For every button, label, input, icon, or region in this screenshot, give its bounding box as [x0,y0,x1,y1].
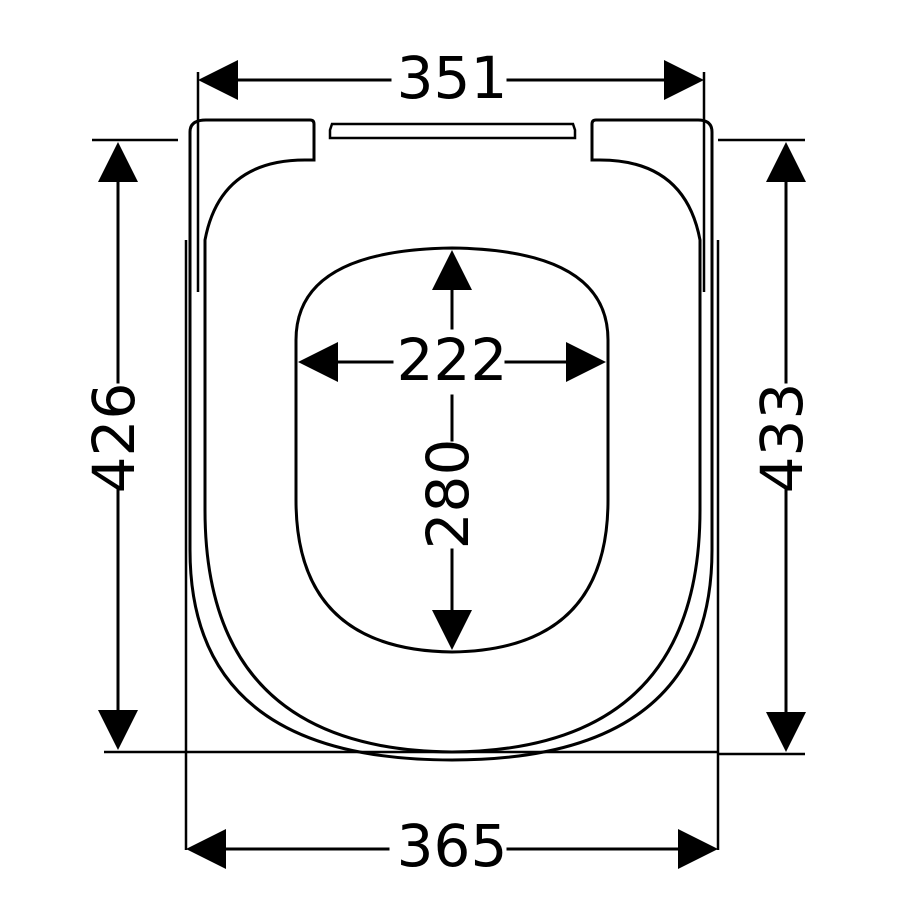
top-right-arrow [664,60,704,100]
hinge-slot [328,122,577,140]
inner-left-arrow [298,342,338,382]
right-height-label: 433 [748,383,816,494]
left-height-label: 426 [80,383,148,494]
top-width-label: 351 [397,44,508,112]
inner-bottom-arrow [432,610,472,650]
inner-height-label: 280 [414,439,482,550]
left-top-arrow [98,142,138,182]
right-bottom-arrow [766,712,806,752]
left-bottom-arrow [98,710,138,750]
bottom-width-label: 365 [397,812,508,880]
seat-inner-opening [294,246,610,654]
bottom-right-arrow [678,829,718,869]
inner-top-arrow [432,250,472,290]
seat-outer-outline [188,118,714,762]
top-left-arrow [198,60,238,100]
right-top-arrow [766,142,806,182]
inner-width-label: 222 [397,326,508,394]
bottom-left-arrow [186,829,226,869]
inner-right-arrow [566,342,606,382]
